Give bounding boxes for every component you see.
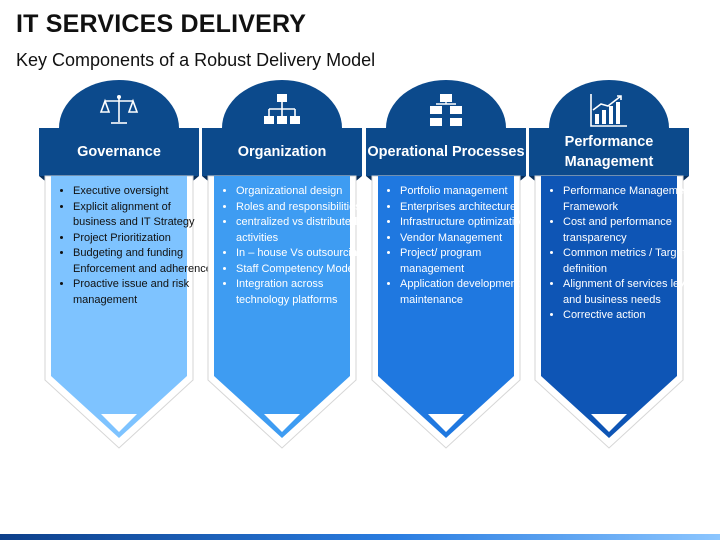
column-operational-processes: Operational Processes Portfolio manageme… (366, 80, 527, 520)
column-governance: Governance Executive oversight Explicit … (39, 80, 212, 520)
column-items: Performance Management Framework Cost an… (547, 184, 703, 324)
list-item: Infrastructure optimization (400, 215, 540, 231)
column-title: Organization (237, 144, 327, 160)
scales-icon (99, 95, 139, 124)
list-item: Project/ program management (400, 246, 540, 277)
list-item: centralized vs distributed activities (236, 215, 376, 246)
list-item: Corrective action (563, 308, 703, 324)
list-item: Explicit alignment of business and IT St… (73, 200, 213, 231)
page-title: IT SERVICES DELIVERY (16, 10, 307, 38)
footer-bar (0, 534, 720, 540)
list-item: Organizational design (236, 184, 376, 200)
column-items: Executive oversight Explicit alignment o… (57, 184, 213, 308)
list-item: Budgeting and funding Enforcement and ad… (73, 246, 213, 277)
list-item: Enterprises architecture (400, 200, 540, 216)
column-title: Governance (77, 144, 161, 160)
list-item: Proactive issue and risk management (73, 277, 213, 308)
column-shape (202, 80, 362, 449)
page-subtitle: Key Components of a Robust Delivery Mode… (16, 50, 376, 70)
list-item: Integration across technology platforms (236, 277, 376, 308)
list-item: Roles and responsibilities (236, 200, 376, 216)
list-item: Portfolio management (400, 184, 540, 200)
column-organization: Organization Organizational design Roles… (202, 80, 363, 520)
list-item: Executive oversight (73, 184, 213, 200)
list-item: Staff Competency Models (236, 262, 376, 278)
column-title: Operational Processes (367, 144, 525, 160)
org-chart-icon (264, 94, 300, 124)
column-performance-management: Performance Management Performance Manag… (529, 80, 699, 520)
column-title: Performance Management (564, 134, 654, 170)
column-items: Organizational design Roles and responsi… (220, 184, 376, 308)
column-items: Portfolio management Enterprises archite… (384, 184, 540, 308)
column-shape (39, 80, 199, 449)
list-item: Project Prioritization (73, 231, 213, 247)
process-flow-icon (430, 94, 462, 126)
list-item: In – house Vs outsourcing (236, 246, 376, 262)
list-item: Cost and performance transparency (563, 215, 703, 246)
list-item: Common metrics / Targets definition (563, 246, 703, 277)
list-item: Performance Management Framework (563, 184, 703, 215)
column-shape (366, 80, 526, 449)
list-item: Application development / maintenance (400, 277, 540, 308)
list-item: Vendor Management (400, 231, 540, 247)
growth-chart-icon (590, 94, 627, 127)
list-item: Alignment of services levels and busines… (563, 277, 703, 308)
column-shape (529, 80, 689, 449)
